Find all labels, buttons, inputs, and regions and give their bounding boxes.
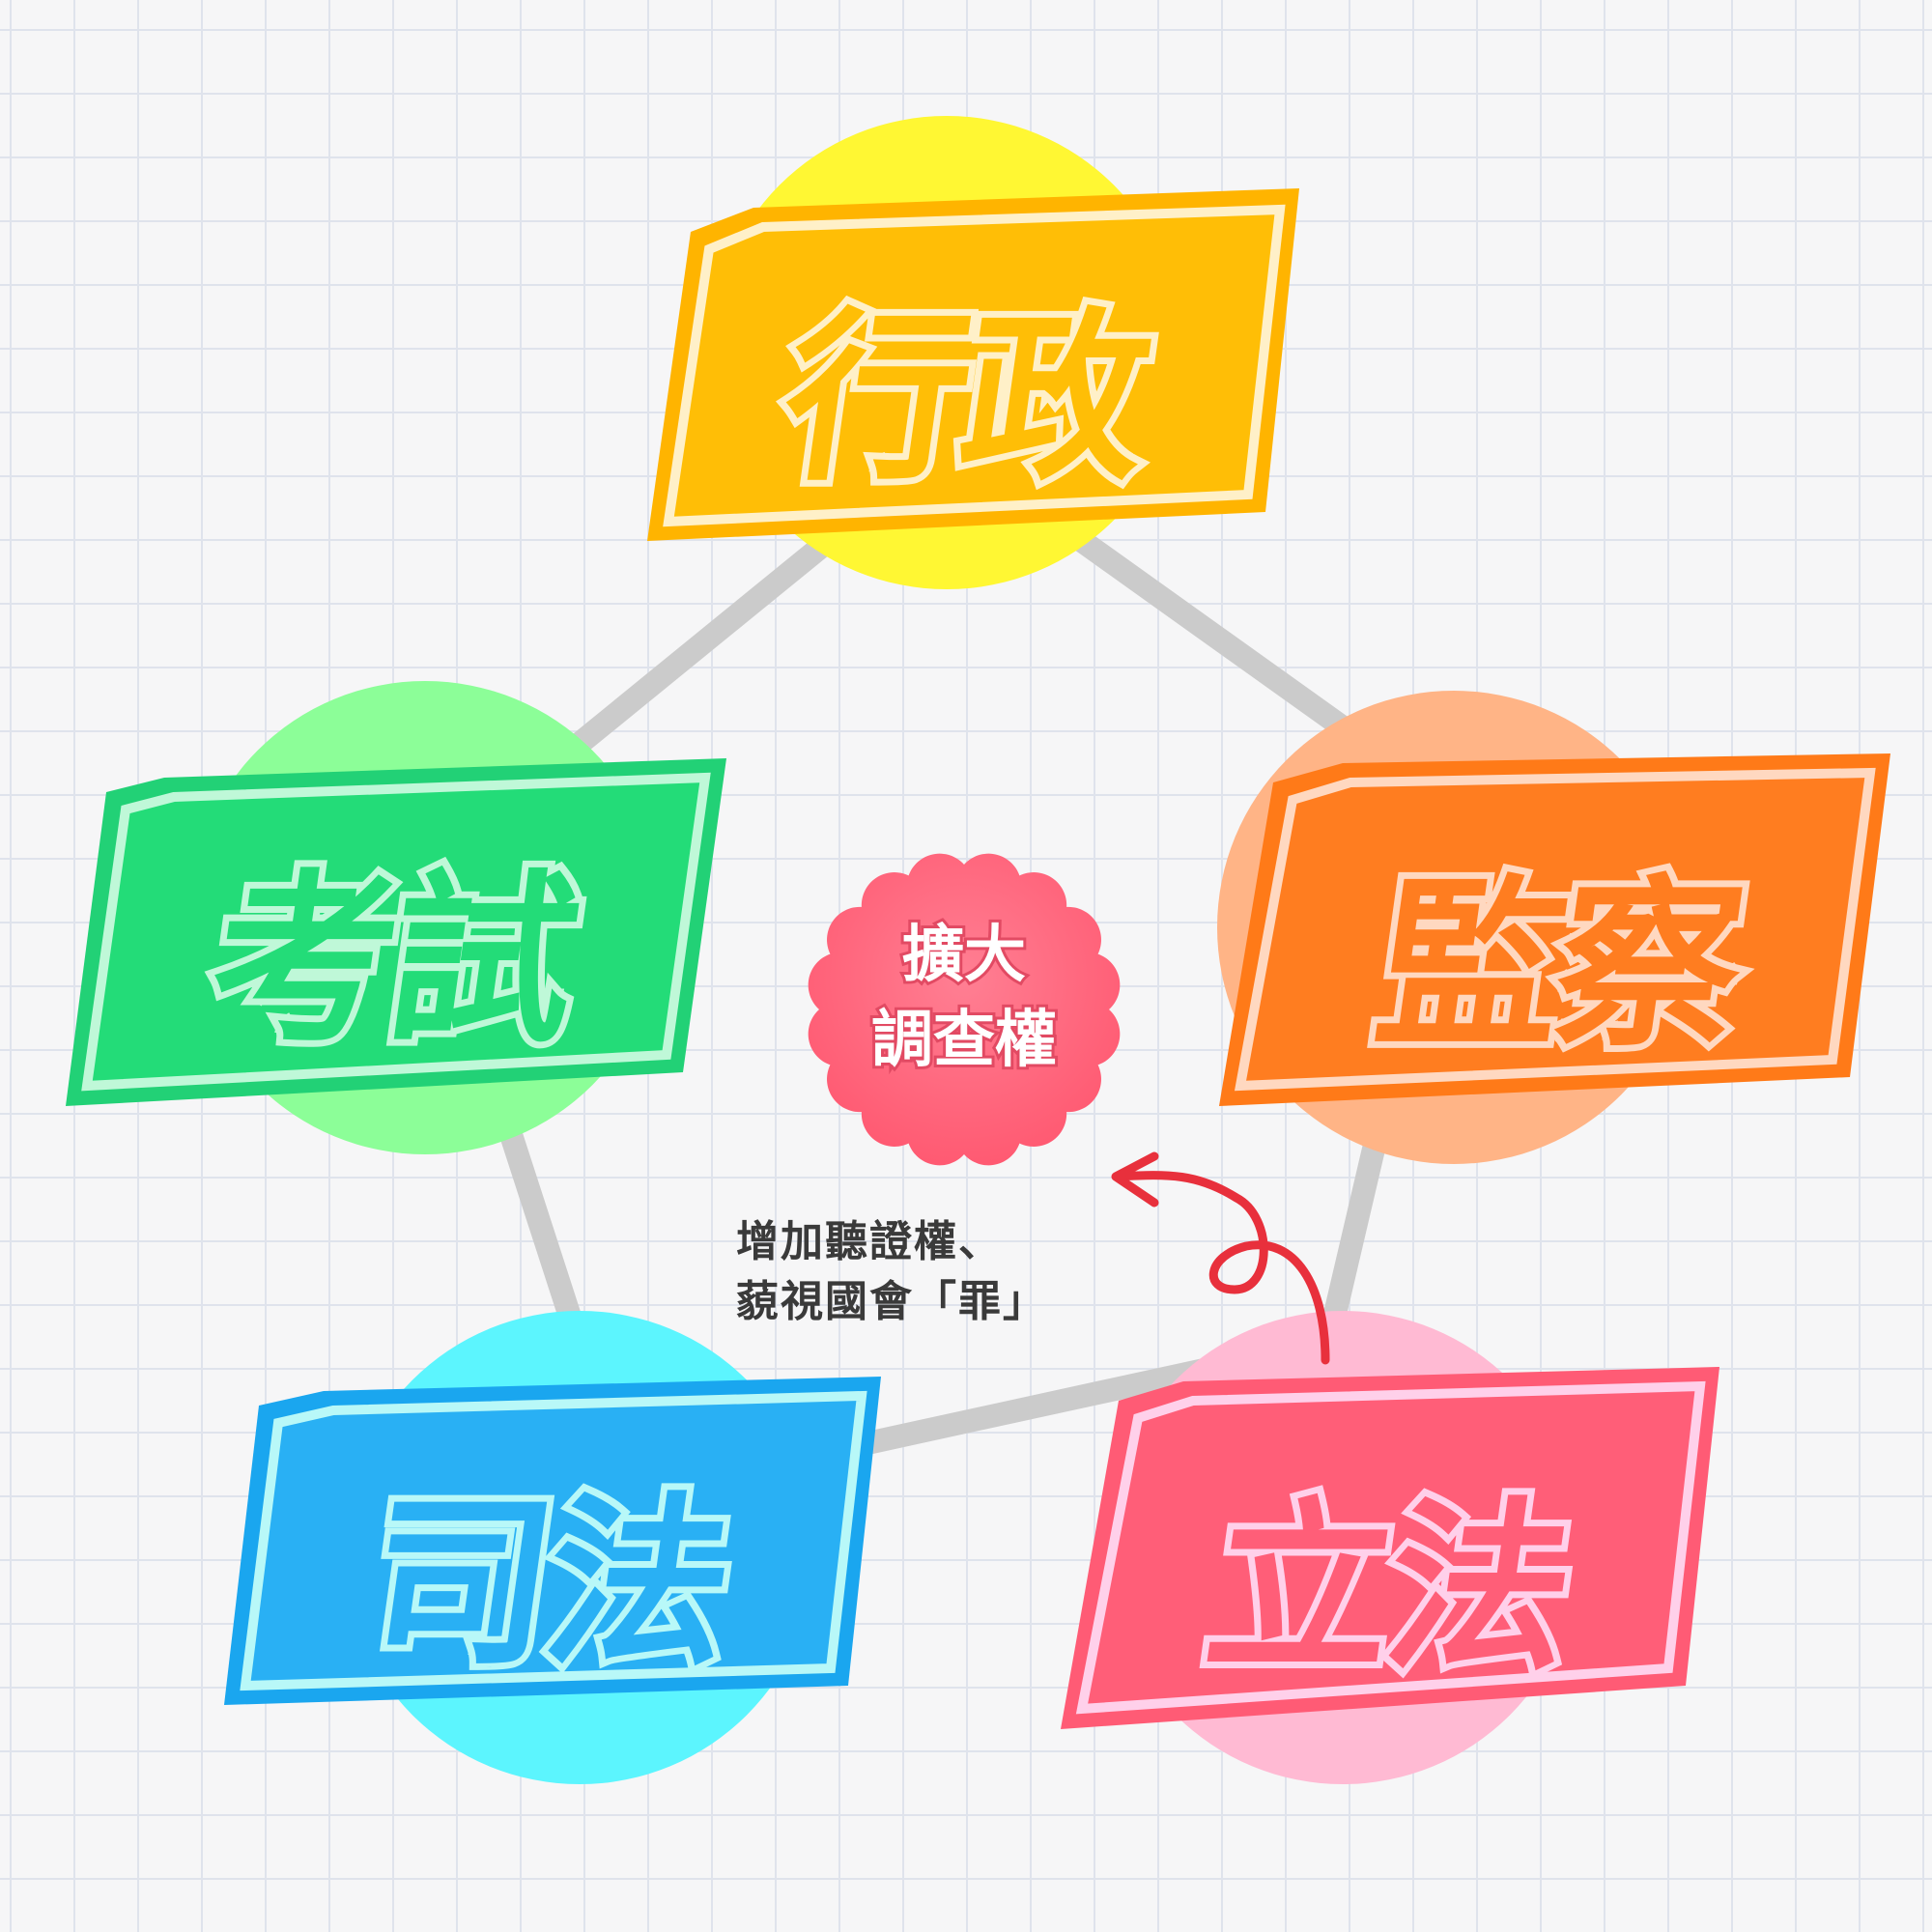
annotation-line1: 增加聽證權、 xyxy=(736,1217,1003,1266)
executive-label: 行政 xyxy=(647,188,1299,541)
annotation-note: 增加聽證權、 藐視國會「罪」 xyxy=(736,1212,1047,1332)
legislative-label: 立法 xyxy=(1061,1367,1719,1729)
executive-text: 行政 xyxy=(771,293,1162,506)
arrow-head xyxy=(1111,1151,1159,1208)
examination-label: 考試 xyxy=(66,758,726,1106)
center-badge-line2: 調查權 xyxy=(871,1005,1057,1076)
burst-shape xyxy=(808,853,1121,1166)
judicial-text: 司法 xyxy=(355,1478,740,1691)
control-text: 監察 xyxy=(1365,860,1756,1073)
judicial-label: 司法 xyxy=(224,1377,881,1705)
arrow-curve xyxy=(1114,1171,1330,1365)
annotation-arrow xyxy=(1111,1151,1330,1365)
annotation-line2: 藐視國會「罪」 xyxy=(736,1277,1047,1326)
control-label: 監察 xyxy=(1219,753,1890,1106)
center-burst-badge: 擴大 調查權 xyxy=(808,853,1121,1166)
legislative-text: 立法 xyxy=(1195,1483,1580,1696)
center-badge-line1: 擴大 xyxy=(902,920,1026,991)
examination-text: 考試 xyxy=(199,855,587,1068)
